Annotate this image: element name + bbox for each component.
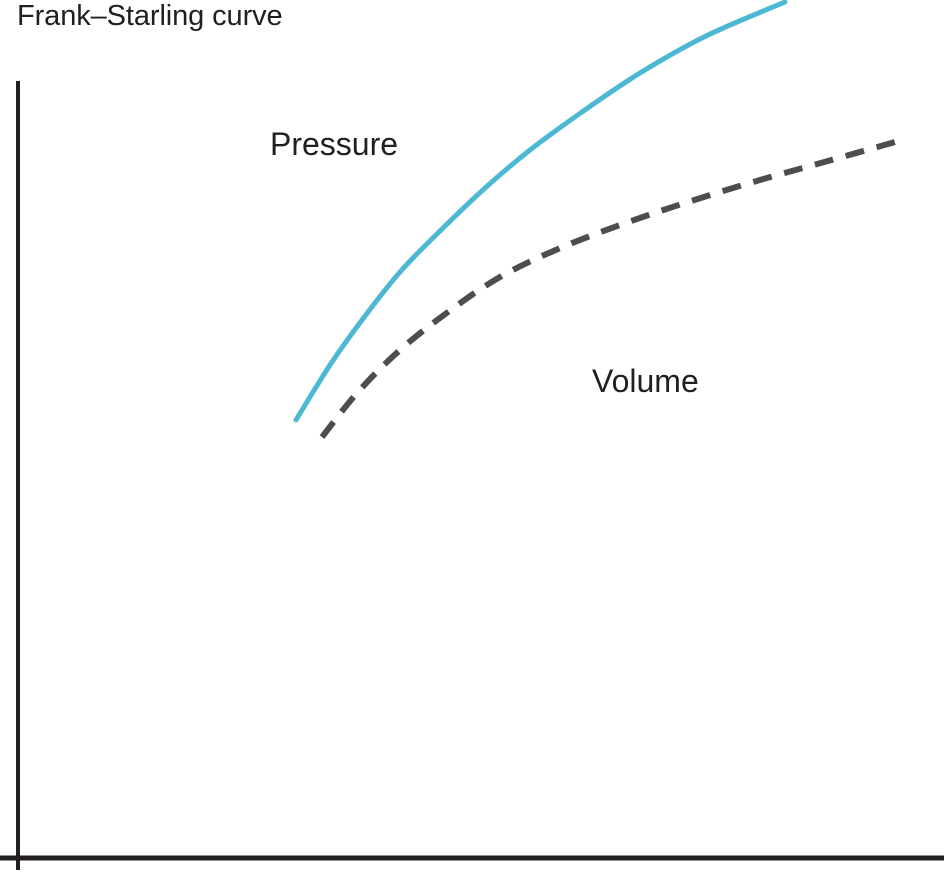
y-axis-label: Pressure xyxy=(270,126,399,162)
x-axis-label: Volume xyxy=(592,363,699,399)
page-title: Frank–Starling curve xyxy=(17,0,283,32)
upper-pressure-volume-curve xyxy=(293,0,788,423)
lower-pressure-volume-curve xyxy=(319,139,896,439)
